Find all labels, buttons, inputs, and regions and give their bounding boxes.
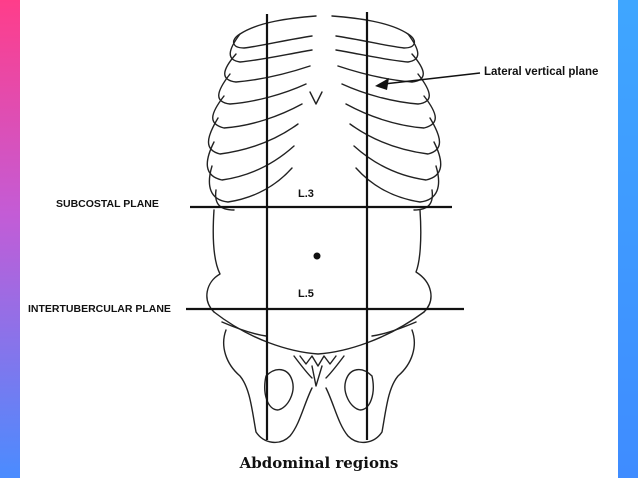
lateral-vertical-plane-label: Lateral vertical plane [484, 66, 599, 78]
left-rib-cage [206, 15, 317, 211]
l5-vertebra-label: L.5 [298, 288, 314, 300]
lateral-plane-arrow [375, 72, 481, 90]
figure-caption: Abdominal regions [239, 454, 399, 472]
iliac-crest-line [213, 311, 425, 355]
left-abdominal-wall [206, 209, 221, 313]
xiphoid-process [309, 91, 323, 105]
left-accent-bar [0, 0, 20, 478]
umbilicus-dot [313, 252, 321, 260]
right-abdominal-wall [415, 209, 432, 313]
l3-vertebra-label: L.3 [298, 188, 314, 200]
sacrum [299, 355, 337, 367]
right-rib-cage [331, 15, 442, 211]
right-pelvis [325, 329, 416, 443]
subcostal-plane-label: SUBCOSTAL PLANE [56, 198, 159, 210]
intertubercular-plane-label: INTERTUBERCULAR PLANE [28, 303, 171, 315]
right-accent-bar [618, 0, 638, 478]
